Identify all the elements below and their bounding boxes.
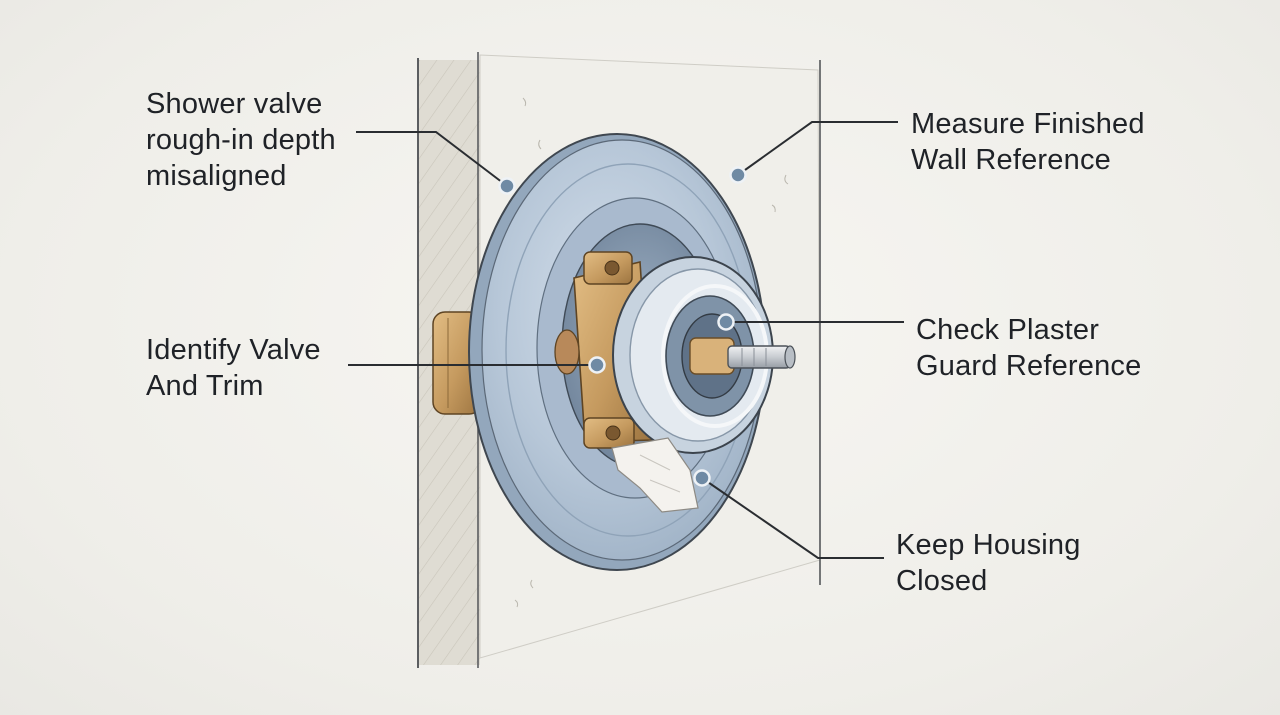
leader-shower-valve: [356, 131, 508, 187]
callout-check-plaster-guard: Check Plaster Guard Reference: [916, 312, 1141, 384]
callout-line: Shower valve: [146, 88, 323, 120]
callout-leaders: [348, 121, 904, 559]
dot-check-guard: [717, 313, 735, 331]
callout-shower-valve-rough-in: Shower valve rough-in depth misaligned: [146, 86, 336, 194]
callout-line: rough-in depth: [146, 124, 336, 156]
callout-dots: [498, 166, 747, 487]
dot-identify-valve: [588, 356, 606, 374]
leader-keep-housing: [701, 477, 884, 559]
housing-cover-tape: [611, 437, 699, 513]
callout-line: Guard Reference: [916, 350, 1142, 382]
dot-measure-wall: [729, 166, 747, 184]
callout-measure-finished-wall: Measure Finished Wall Reference: [911, 106, 1145, 178]
dot-shower-valve: [498, 177, 516, 195]
callout-line: misaligned: [146, 160, 287, 192]
callout-line: Wall Reference: [911, 144, 1111, 176]
callout-line: Check Plaster: [916, 314, 1100, 346]
callout-line: Closed: [896, 565, 988, 597]
callout-identify-valve-trim: Identify Valve And Trim: [146, 332, 321, 404]
leader-measure-wall: [737, 121, 898, 176]
callout-line: Identify Valve: [146, 334, 321, 366]
callout-keep-housing-closed: Keep Housing Closed: [896, 527, 1081, 599]
cartridge-stem: [689, 337, 796, 375]
callout-line: Measure Finished: [911, 108, 1145, 140]
callout-line: And Trim: [146, 370, 264, 402]
callout-line: Keep Housing: [896, 529, 1081, 561]
dot-keep-housing: [693, 469, 711, 487]
